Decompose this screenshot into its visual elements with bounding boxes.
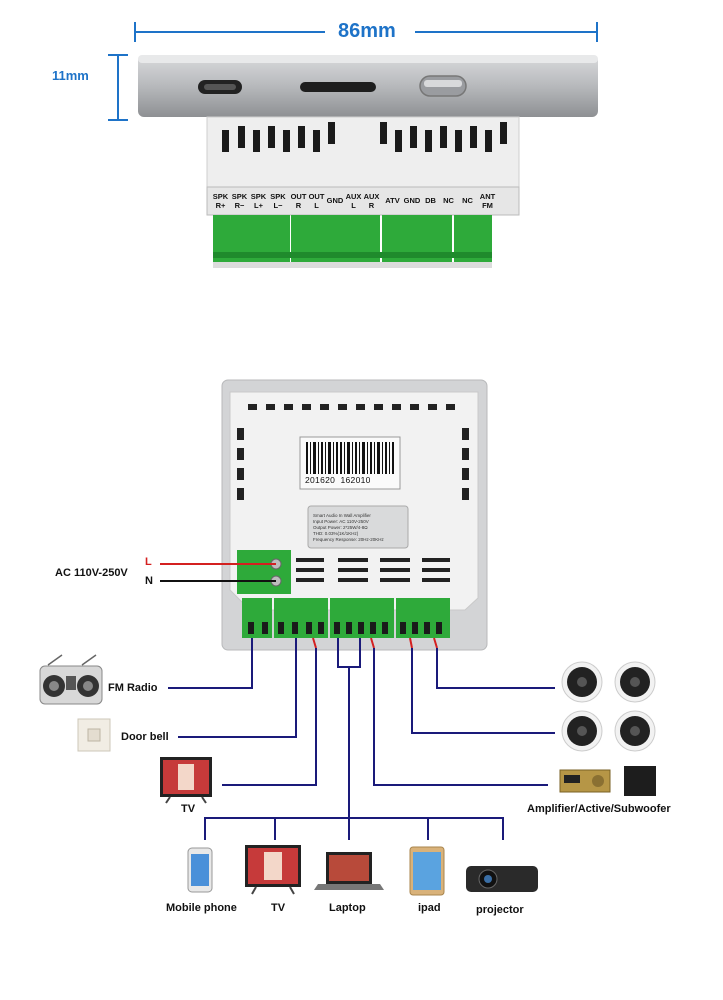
terminal-label: OUT R <box>290 192 307 210</box>
door-bell-icon <box>77 718 111 752</box>
terminal-label: AUX R <box>363 192 380 210</box>
laptop-icon <box>314 852 384 890</box>
fm-radio-label: FM Radio <box>108 682 158 694</box>
sd-card-slot <box>300 82 376 92</box>
terminal-label: OUT L <box>308 192 325 210</box>
laptop-label: Laptop <box>329 902 366 914</box>
neutral-line-label: N <box>145 575 153 587</box>
barcode-number: 201620 162010 <box>305 475 371 485</box>
tv-bottom-label: TV <box>271 902 286 914</box>
amplifier-label: Amplifier/Active/Subwoofer <box>527 803 671 815</box>
side-vents <box>237 428 469 500</box>
terminal-label: SPK L+ <box>250 192 267 210</box>
spec-sticker-text: Smart Audio In Wall Amplifier Input Powe… <box>313 513 384 542</box>
wiring-diagram <box>39 379 656 896</box>
tv-icon <box>160 757 212 804</box>
speaker-icons <box>561 661 656 752</box>
barcode-bars <box>306 442 394 474</box>
terminal-label: GND <box>403 196 421 205</box>
signal-wires <box>168 638 555 840</box>
terminal-label: SPK L− <box>270 192 286 210</box>
terminal-label: NC <box>443 196 454 205</box>
side-view-drawing <box>108 22 598 268</box>
projector-icon <box>466 866 538 892</box>
tv-left-label: TV <box>181 803 196 815</box>
terminal-blocks <box>213 215 492 267</box>
terminal-label: GND <box>326 196 344 205</box>
fm-radio-icon <box>39 654 103 705</box>
terminal-label: AUX L <box>345 192 362 210</box>
terminal-label: DB <box>425 196 436 205</box>
terminal-label: ATV <box>385 196 400 205</box>
terminal-label: NC <box>462 196 473 205</box>
top-vents <box>248 404 455 410</box>
depth-dimension-line <box>108 54 128 121</box>
vent-slots <box>222 122 507 152</box>
live-line-label: L <box>145 556 152 568</box>
spec-sticker <box>307 505 409 549</box>
red-wire-tips <box>312 637 438 649</box>
width-dimension-label: 86mm <box>338 20 396 42</box>
ipad-label: ipad <box>418 902 441 914</box>
terminal-label: SPK R− <box>231 192 248 210</box>
ipad-icon <box>409 846 445 896</box>
bottom-vents <box>296 558 450 582</box>
power-input-label: AC 110V-250V <box>55 567 128 579</box>
terminal-label-strip <box>206 186 520 216</box>
terminal-label: ANT FM <box>479 192 496 210</box>
power-terminal-block <box>237 550 291 594</box>
subwoofer-icon <box>624 766 656 796</box>
width-dimension-line <box>134 22 598 42</box>
mobile-phone-icon <box>187 847 213 893</box>
depth-dimension-label: 11mm <box>52 68 89 83</box>
terminal-label: SPK R+ <box>212 192 229 210</box>
tv-icon <box>245 845 301 895</box>
door-bell-label: Door bell <box>121 731 169 743</box>
mobile-phone-label: Mobile phone <box>166 902 237 914</box>
rear-cover <box>229 391 479 611</box>
amplifier-icon <box>559 769 611 793</box>
projector-label: projector <box>476 904 524 916</box>
